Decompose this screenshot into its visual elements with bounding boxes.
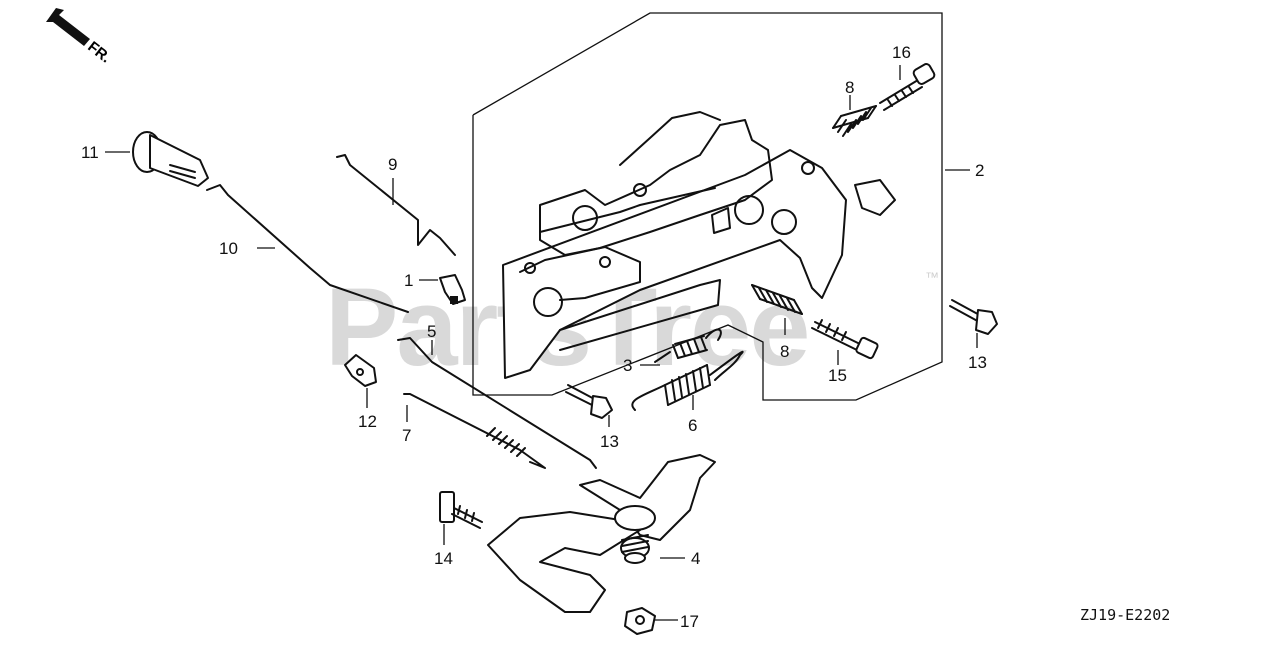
bolt-16 bbox=[879, 63, 936, 111]
flange-nut-17 bbox=[624, 607, 656, 635]
callout-labels: 1 2 3 4 5 6 7 8 8 9 10 11 12 13 13 14 15… bbox=[81, 43, 987, 631]
callout-9: 9 bbox=[388, 155, 397, 174]
front-direction-label: FR. bbox=[84, 38, 114, 66]
callout-8-upper: 8 bbox=[845, 78, 854, 97]
spring-lower bbox=[751, 284, 803, 315]
callout-8-lower: 8 bbox=[780, 342, 789, 361]
callout-3: 3 bbox=[623, 356, 632, 375]
callout-10: 10 bbox=[219, 239, 238, 258]
callout-17: 17 bbox=[680, 612, 699, 631]
assembly-boundary bbox=[472, 12, 943, 401]
callout-13-center: 13 bbox=[600, 432, 619, 451]
leader-lines bbox=[105, 65, 978, 621]
flange-bolt-center bbox=[565, 384, 613, 419]
cable-clip-1 bbox=[439, 274, 466, 305]
throttle-rod bbox=[397, 337, 597, 469]
callout-1: 1 bbox=[404, 271, 413, 290]
drawing-code: ZJ19-E2202 bbox=[1080, 606, 1170, 624]
callout-16: 16 bbox=[892, 43, 911, 62]
callout-14: 14 bbox=[434, 549, 453, 568]
callout-12: 12 bbox=[358, 412, 377, 431]
choke-wire bbox=[336, 154, 456, 256]
control-lever-assembly bbox=[487, 454, 716, 613]
bolt-15 bbox=[811, 319, 879, 360]
bolt-14 bbox=[439, 491, 483, 529]
spring-3 bbox=[654, 328, 722, 363]
choke-rod bbox=[206, 184, 409, 313]
callout-2: 2 bbox=[975, 161, 984, 180]
cable-clip-12 bbox=[344, 354, 377, 387]
callout-5: 5 bbox=[427, 322, 436, 341]
callout-15: 15 bbox=[828, 366, 847, 385]
callout-7: 7 bbox=[402, 426, 411, 445]
control-base-plate bbox=[502, 111, 896, 379]
return-spring-6 bbox=[631, 350, 744, 411]
callout-13-right: 13 bbox=[968, 353, 987, 372]
callout-11: 11 bbox=[81, 143, 99, 162]
callout-6: 6 bbox=[688, 416, 697, 435]
watermark-trademark: ™ bbox=[925, 269, 939, 285]
choke-knob bbox=[132, 131, 209, 187]
spring-upper bbox=[832, 105, 877, 137]
flange-bolt-right bbox=[949, 299, 998, 335]
governor-spring bbox=[403, 393, 546, 469]
front-direction-arrow-icon: FR. bbox=[46, 8, 114, 67]
callout-4: 4 bbox=[691, 549, 700, 568]
